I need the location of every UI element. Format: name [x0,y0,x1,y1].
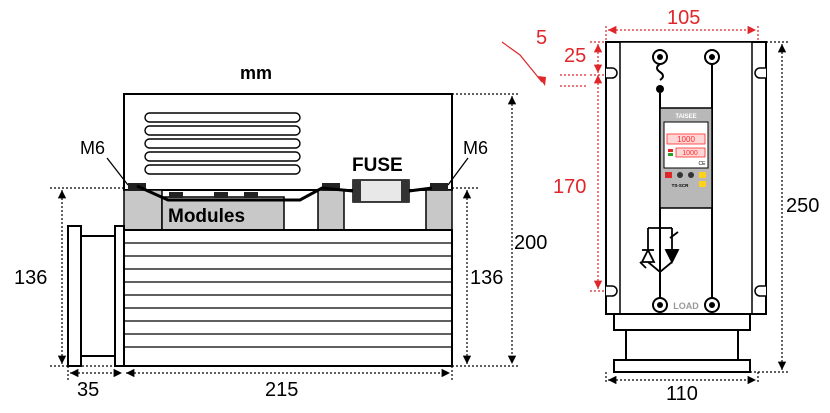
controller-display-panel [663,121,709,169]
fan-housing [80,235,116,357]
side-extension-lines [50,93,520,380]
vent-slots [144,112,301,175]
heat-sink [123,229,453,367]
m6-leader-left [106,157,129,186]
base-flange [613,359,751,373]
busbar-right [408,186,433,193]
fuse-symbol [656,63,664,81]
fan-plate [114,225,125,367]
fuse-cap-left [353,180,361,202]
dim-offset: 25 [564,45,586,67]
front-red-dimension-lines [501,25,759,292]
dim-total-height: 250 [786,195,819,217]
scr-diode-left [640,247,656,263]
terminal-block-right [425,189,453,231]
controller-brand: TAISEE [675,114,696,120]
modules-label: Modules [168,206,245,227]
dim-flange-width: 35 [77,379,99,401]
dim-top-width: 105 [667,7,700,29]
dim-base-width: 110 [666,383,698,405]
ce-mark: CE [699,161,707,167]
busbar [136,184,354,202]
dim-slot-span: 170 [553,176,586,198]
fuse-body [352,179,410,203]
controller-model: TS-SCR [672,183,690,188]
scr-diode-right [664,249,680,265]
dim-height-left: 136 [14,267,47,289]
fuse-holder-left [317,189,345,231]
fuse-label: FUSE [352,155,403,176]
controller-buttons [665,172,706,187]
display-2-value: 1000 [682,150,698,157]
dim-body-width: 215 [265,379,298,401]
heat-sink-fins [124,242,452,348]
m6-label-left: M6 [80,138,105,158]
side-dimension-lines [57,96,517,378]
display-1-value: 1000 [677,135,695,144]
dim-height-total: 200 [514,232,547,254]
fuse-node [656,85,664,93]
display-1 [666,133,706,145]
m6-label-right: M6 [463,138,488,158]
arrow-5-head [538,76,546,86]
front-view: TAISEE 1000 1000 CE TS-SCR [501,7,819,405]
led-red [668,149,673,152]
m6-leader-right [447,157,469,186]
unit-label: mm [240,63,272,83]
bottom-terminals [652,297,720,313]
fuse-cap-right [401,180,409,202]
dim-height-mid: 136 [470,267,503,289]
load-label: LOAD [673,301,699,311]
dim-slot-index: 5 [536,27,547,49]
front-black-dimension-lines [605,41,790,385]
display-2 [675,147,706,158]
top-terminals [652,49,720,65]
base-housing [625,329,739,361]
mounting-slots [606,67,766,297]
side-view: mm FUSE Modules [14,63,547,401]
base-plate [613,313,751,331]
led-green [668,153,673,156]
fan-flange [67,225,82,367]
